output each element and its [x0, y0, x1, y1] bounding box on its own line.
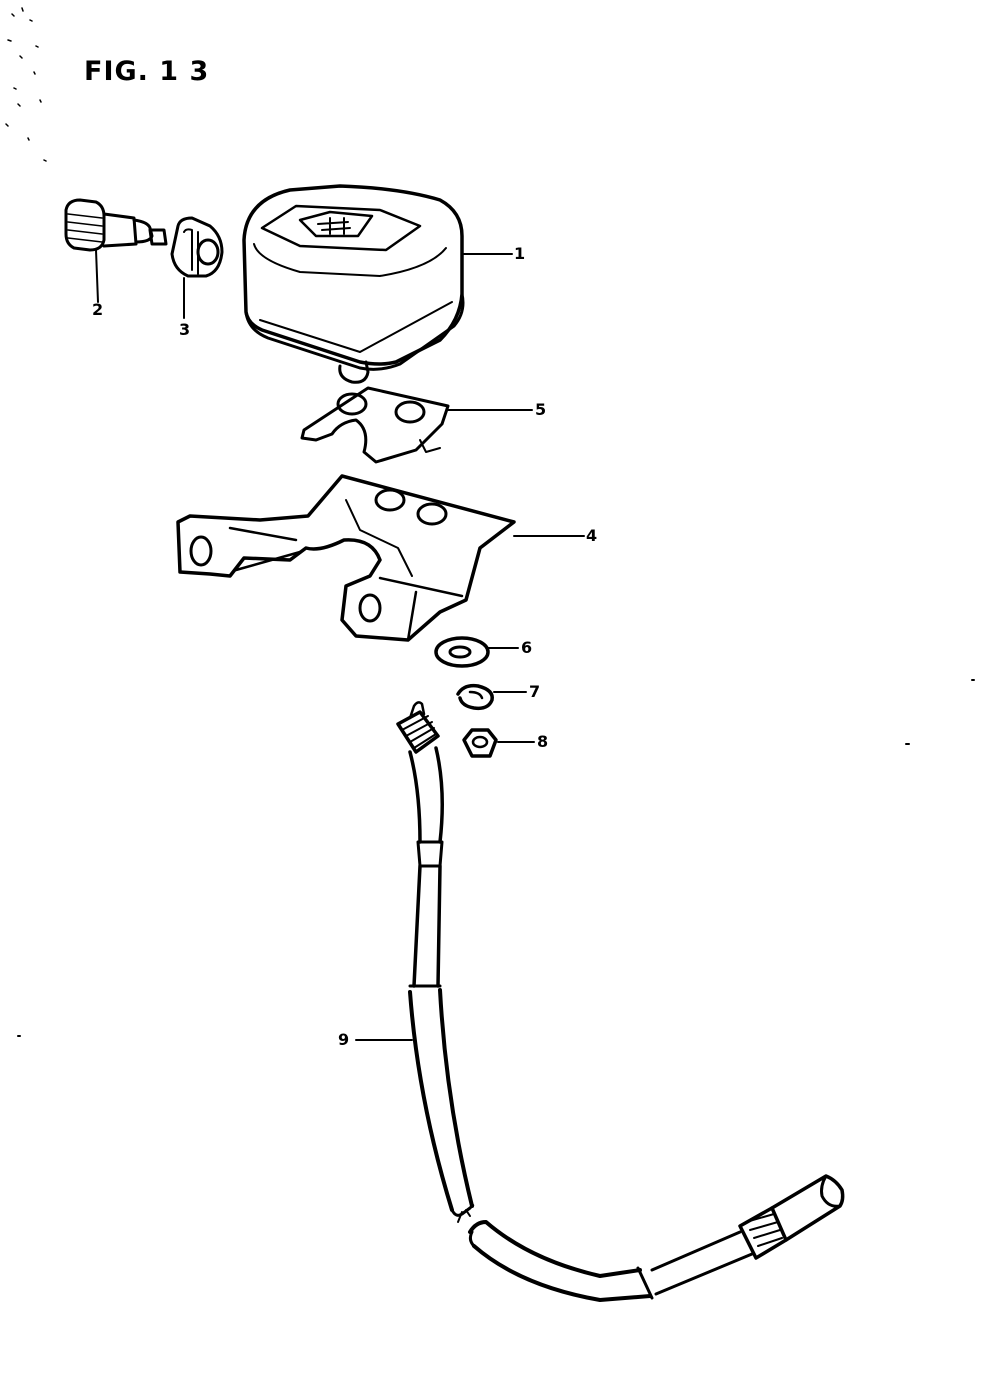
part-2-switch [64, 198, 168, 303]
part-9-cable [355, 701, 845, 1302]
callout-9: 9 [338, 1030, 350, 1049]
part-8-nut [462, 728, 535, 758]
callout-8: 8 [537, 732, 549, 751]
part-7-lock-washer [456, 683, 527, 711]
callout-2: 2 [92, 300, 104, 319]
callout-4: 4 [586, 526, 598, 545]
callout-6: 6 [521, 638, 533, 657]
callout-1: 1 [514, 244, 526, 263]
figure-title: FIG. 1 3 [84, 56, 210, 87]
callout-5: 5 [535, 400, 547, 419]
scan-marks [17, 679, 975, 1037]
part-1-cover [242, 184, 513, 384]
callout-3: 3 [179, 320, 191, 339]
part-6-washer [434, 636, 519, 668]
part-4-bracket [176, 474, 585, 642]
part-5-plate [300, 386, 533, 464]
callout-7: 7 [529, 682, 541, 701]
scan-noise [5, 7, 47, 162]
part-3-grommet [170, 216, 224, 319]
